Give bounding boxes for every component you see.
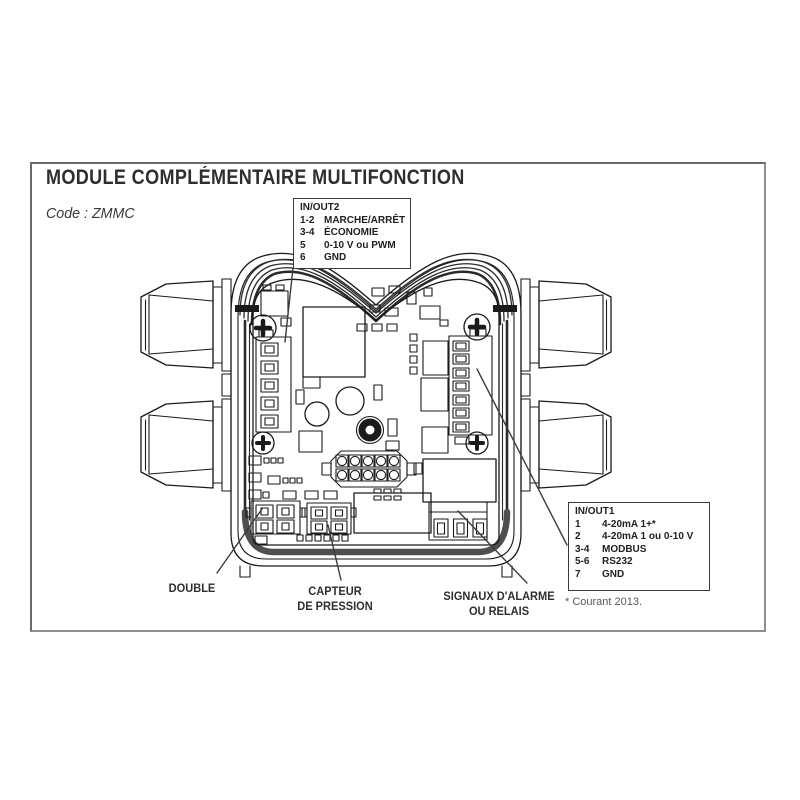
smd-parts <box>248 284 449 500</box>
product-code: Code : ZMMC <box>46 205 135 222</box>
inout2-row: 5 0-10 V ou PWM <box>300 239 396 251</box>
device-illustration <box>140 252 612 584</box>
inout2-row: 6 GND <box>300 252 347 264</box>
center-nut <box>355 415 385 445</box>
bottom-center-module <box>353 492 432 534</box>
screw-mid-right <box>465 431 489 455</box>
inout1-row: 7 GND <box>575 568 625 580</box>
terminal-block-left <box>255 329 292 433</box>
terminal-block-right <box>448 328 493 445</box>
inout1-row: 2 4-20mA 1 ou 0-10 V <box>575 531 694 543</box>
screw-top-left <box>249 314 277 342</box>
knob-bottom-left <box>140 398 232 492</box>
knob-bottom-right <box>520 398 612 492</box>
ic-chip <box>302 306 366 389</box>
capacitor-small <box>304 401 330 427</box>
board-clamp-left <box>235 305 259 312</box>
board-clamp-right <box>493 305 517 312</box>
inout2-row: 1-2 MARCHE/ARRÊT <box>300 214 406 226</box>
label-capteur-de-pression: CAPTEUR DE PRESSION <box>297 584 373 613</box>
capacitor-large <box>335 386 365 416</box>
inout2-title: IN/OUT2 <box>300 202 340 213</box>
callout-inout1: IN/OUT1 1 4-20mA 1+* 2 4-20mA 1 ou 0-10 … <box>568 502 710 591</box>
leader-capteur <box>327 524 342 581</box>
leader-signaux <box>457 510 528 584</box>
gasket-seal <box>239 258 513 556</box>
page-frame <box>30 162 766 632</box>
label-signaux-alarme: SIGNAUX D'ALARME OU RELAIS <box>443 589 555 618</box>
inout1-row: 1 4-20mA 1+* <box>575 518 656 530</box>
inout1-title: IN/OUT1 <box>575 506 615 517</box>
inout1-row: 3-4 MODBUS <box>575 543 647 555</box>
connector-double <box>245 500 306 545</box>
label-double: DOUBLE <box>168 581 216 595</box>
inout1-row: 5-6 RS232 <box>575 556 633 568</box>
smd-row-bottom <box>296 534 349 542</box>
footnote-courant: * Courant 2013. <box>565 596 643 608</box>
leader-inout2 <box>284 267 294 343</box>
circuit-board <box>252 278 500 546</box>
screw-mid-left <box>251 431 275 455</box>
relay-block <box>422 458 497 503</box>
knob-top-right <box>520 278 612 372</box>
alarm-terminal-block <box>428 501 488 541</box>
side-tab-left <box>221 373 232 397</box>
leader-lines <box>216 267 568 584</box>
knob-top-left <box>140 278 232 372</box>
side-tab-right <box>520 373 531 397</box>
leader-inout1 <box>476 368 568 546</box>
screw-top-right <box>463 313 491 341</box>
leader-double <box>216 508 263 574</box>
callout-inout2: IN/OUT2 1-2 MARCHE/ARRÊT 3-4 ÉCONOMIE 5 … <box>293 198 411 269</box>
inout2-row: 3-4 ÉCONOMIE <box>300 227 379 239</box>
connector-pressure-sensor <box>301 502 357 535</box>
page-title: MODULE COMPLÉMENTAIRE MULTIFONCTION <box>46 166 465 189</box>
